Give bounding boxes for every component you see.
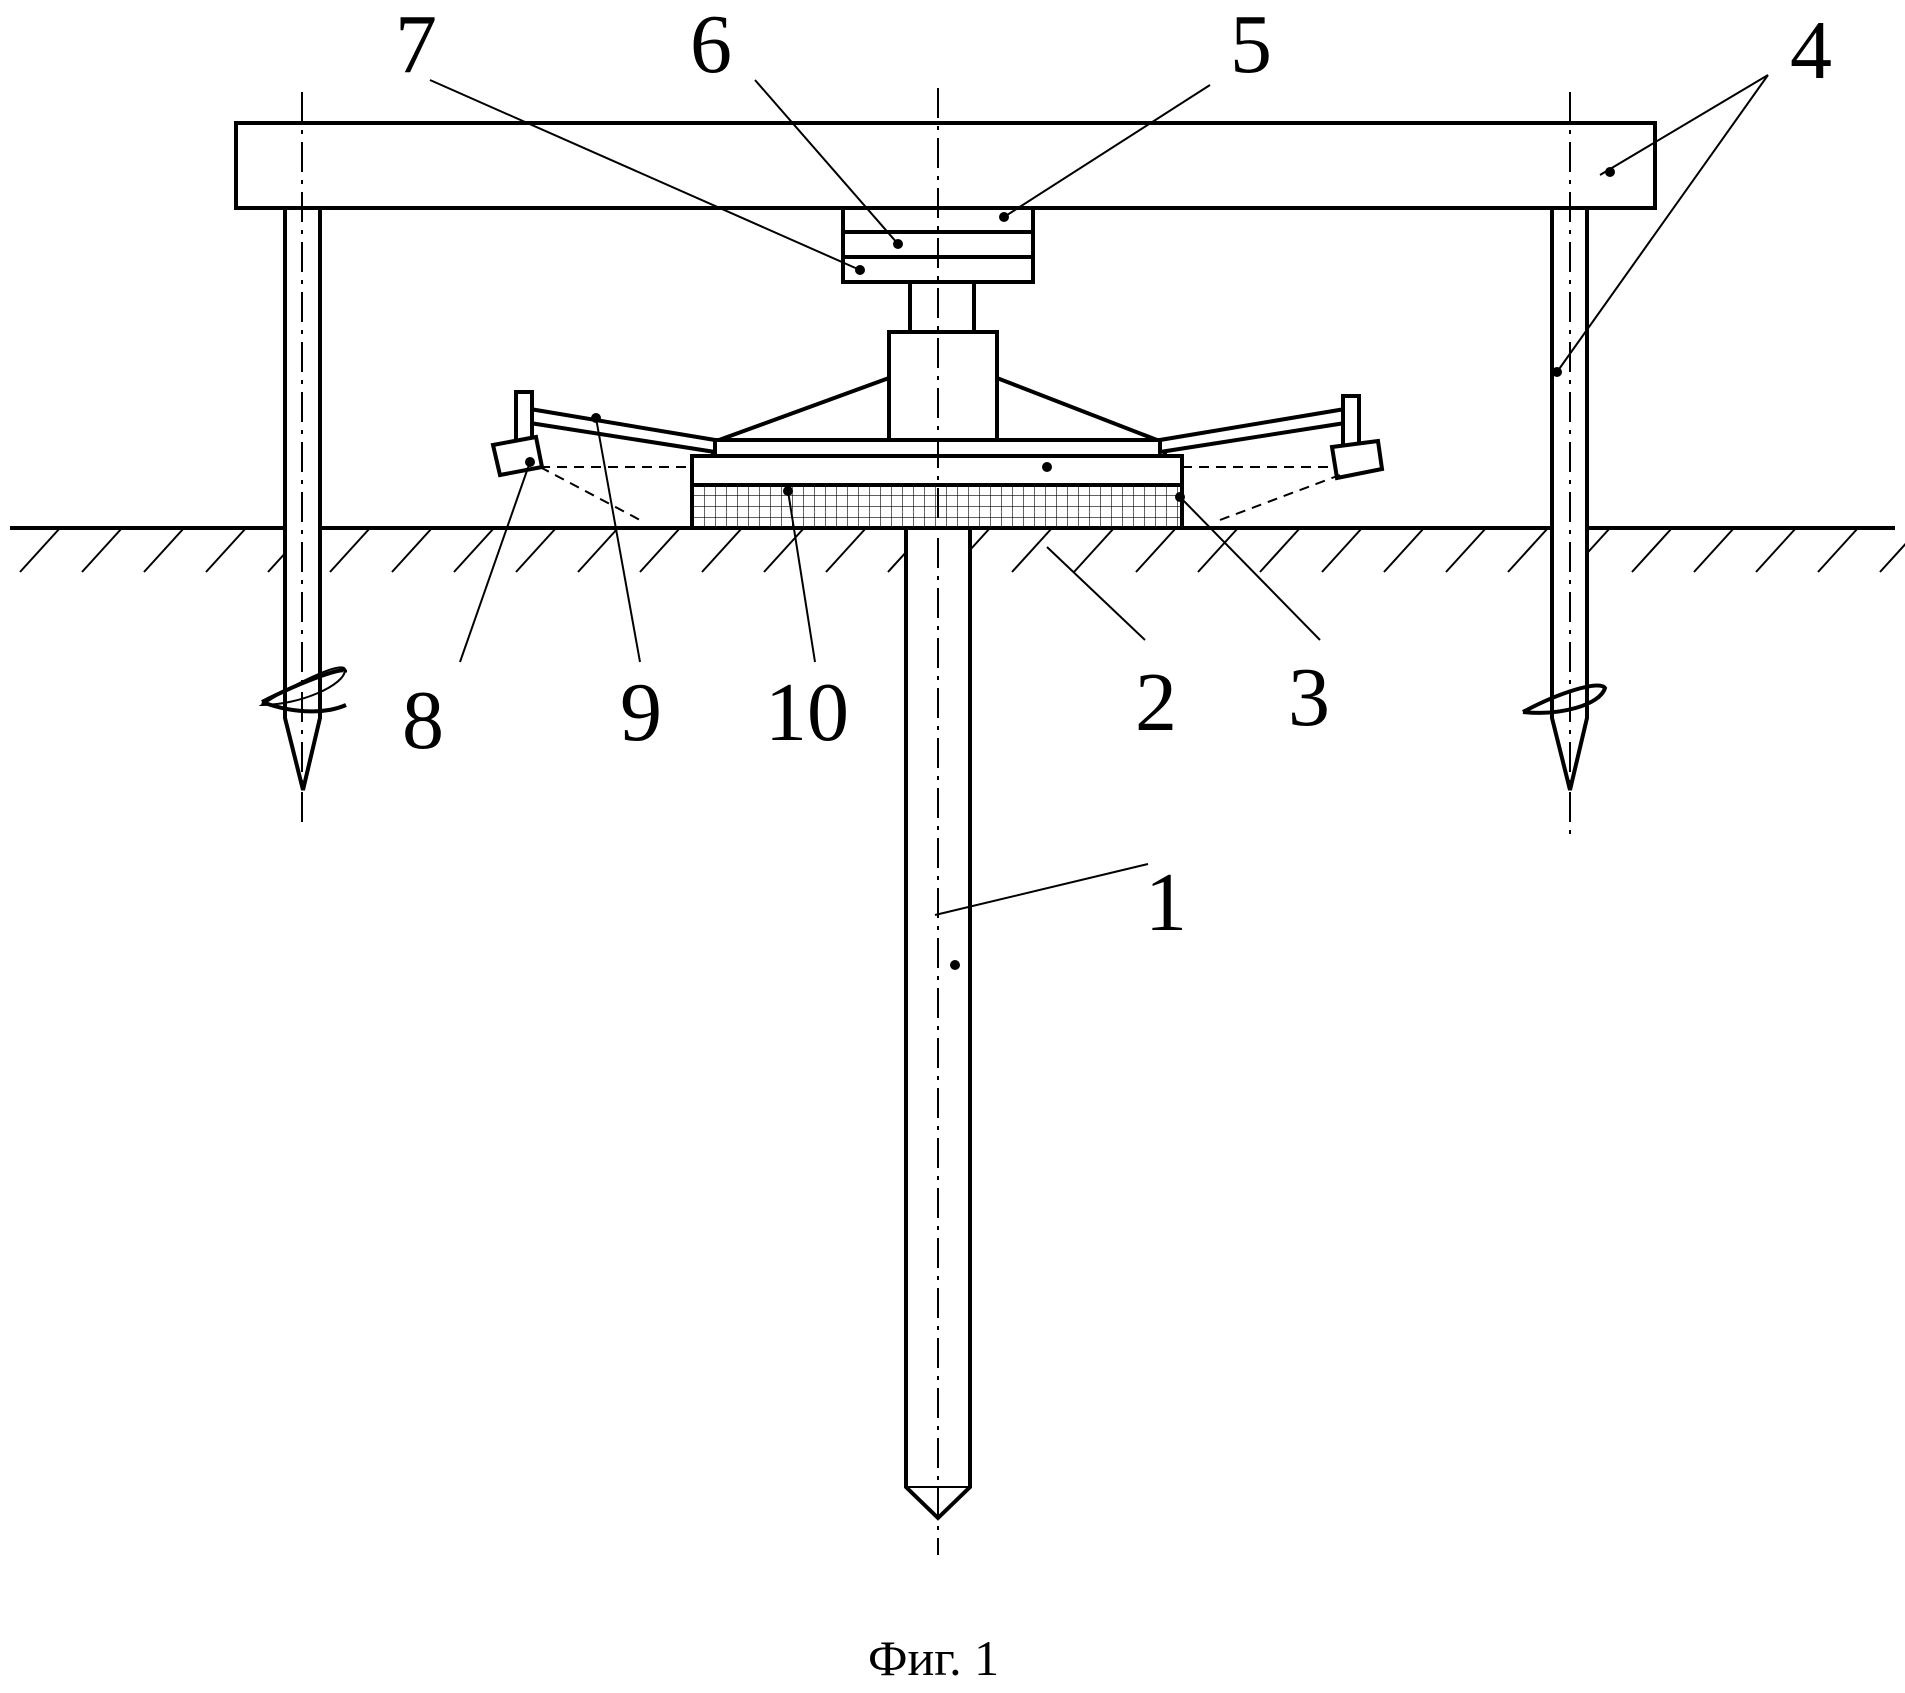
hydraulic-jack	[887, 280, 999, 442]
label-5: 5	[1230, 0, 1272, 91]
label-8: 8	[402, 674, 444, 767]
label-6: 6	[690, 0, 732, 91]
label-7: 7	[395, 0, 437, 91]
leader-dots	[525, 167, 1615, 970]
label-4: 4	[1790, 4, 1832, 97]
label-10: 10	[765, 666, 849, 759]
figure-caption: Фиг. 1	[868, 1630, 999, 1686]
label-2: 2	[1135, 656, 1177, 749]
label-9: 9	[620, 666, 662, 759]
label-1: 1	[1145, 856, 1187, 949]
measurement-lines	[539, 466, 1341, 521]
left-lever-arm	[490, 390, 717, 478]
leader-lines	[429, 74, 1769, 916]
left-anchor-screw-pile	[258, 92, 347, 825]
crossbeam	[234, 121, 1657, 210]
label-3: 3	[1288, 651, 1330, 744]
right-lever-arm	[1158, 394, 1385, 481]
right-anchor-screw-pile	[1522, 92, 1608, 835]
